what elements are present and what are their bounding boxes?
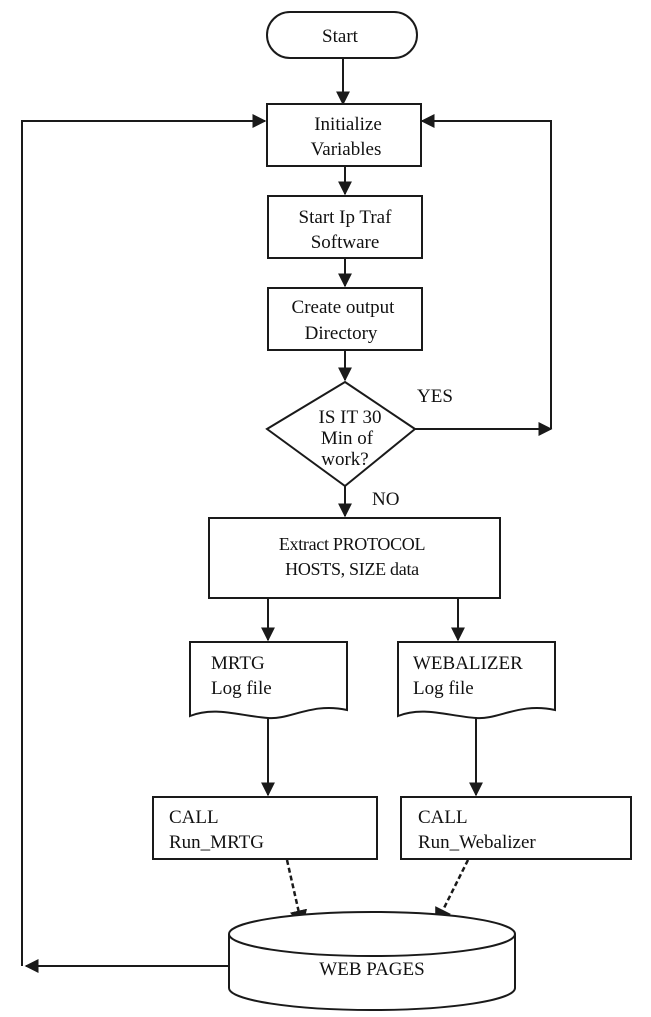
webalizer-log-label-line2: Log file xyxy=(413,678,474,699)
thirty-minutes-decision: IS IT 30 Min of work? xyxy=(265,380,417,488)
start-label: Start xyxy=(322,26,359,47)
web-pages-storage: WEB PAGES xyxy=(228,911,516,1011)
iptraf-label-line1: Start Ip Traf xyxy=(299,207,393,228)
yes-edge-label: YES xyxy=(417,386,453,407)
call-run-webalizer-process: CALL Run_Webalizer xyxy=(400,796,632,860)
call-webalizer-label-line1: CALL xyxy=(418,807,468,828)
extract-label-line1: Extract PROTOCOL xyxy=(279,534,425,554)
initialize-variables-process: Initialize Variables xyxy=(266,103,422,167)
create-label-line1: Create output xyxy=(292,297,396,318)
decision-label-line2: Min of xyxy=(321,428,374,449)
iptraf-label-line2: Software xyxy=(311,232,380,253)
web-pages-label: WEB PAGES xyxy=(319,959,424,980)
mrtg-log-file-document: MRTG Log file xyxy=(189,641,348,720)
no-edge-label: NO xyxy=(372,489,399,510)
initialize-label-line1: Initialize xyxy=(314,114,382,135)
decision-label-line3: work? xyxy=(321,449,368,470)
create-label-line2: Directory xyxy=(305,323,378,344)
start-iptraf-process: Start Ip Traf Software xyxy=(267,195,423,259)
arrow-call-webalizer-to-webpages xyxy=(434,859,470,926)
extract-label-line2: HOSTS, SIZE data xyxy=(285,559,419,579)
decision-label-line1: IS IT 30 xyxy=(319,407,382,428)
webalizer-log-label-line1: WEBALIZER xyxy=(413,653,523,674)
call-webalizer-label-line2: Run_Webalizer xyxy=(418,832,536,853)
mrtg-log-label-line1: MRTG xyxy=(211,653,265,674)
webalizer-log-file-document: WEBALIZER Log file xyxy=(397,641,556,720)
call-mrtg-label-line1: CALL xyxy=(169,807,219,828)
arrow-yes-loop-back-to-init xyxy=(420,114,552,429)
start-terminal: Start xyxy=(266,11,418,59)
arrow-left-loop-back-to-init xyxy=(21,114,267,966)
create-output-directory-process: Create output Directory xyxy=(267,287,423,351)
initialize-label-line2: Variables xyxy=(311,139,382,160)
call-run-mrtg-process: CALL Run_MRTG xyxy=(152,796,378,860)
extract-data-process: Extract PROTOCOL HOSTS, SIZE data xyxy=(208,517,501,599)
mrtg-log-label-line2: Log file xyxy=(211,678,272,699)
call-mrtg-label-line2: Run_MRTG xyxy=(169,832,264,853)
